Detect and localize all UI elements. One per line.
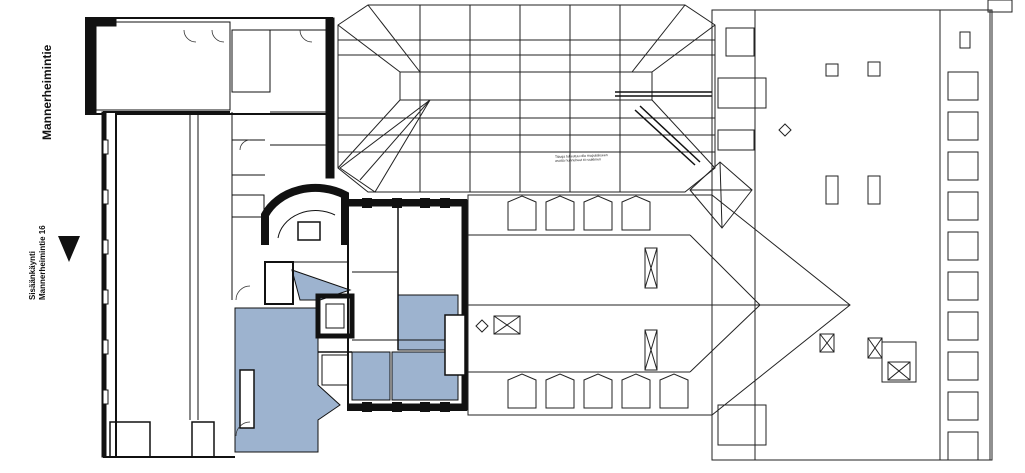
street-name-label: Mannerheimintie — [40, 44, 54, 140]
central-windows — [362, 198, 450, 412]
entrance-address-label: Mannerheimintie 16 — [38, 225, 47, 300]
glass-roof — [337, 4, 716, 193]
dormers — [507, 195, 689, 409]
stair-tower — [261, 183, 349, 245]
entrance-label: Sisäänkäynti — [28, 251, 37, 300]
highlighted-area — [234, 269, 459, 453]
door-swings — [183, 29, 313, 437]
triangle-down-icon — [58, 236, 80, 262]
skylights — [475, 247, 917, 383]
right-building — [711, 0, 1013, 461]
central-building — [239, 199, 469, 429]
left-wall-windows — [102, 139, 109, 405]
right-windows — [947, 71, 979, 461]
roof-ladder — [615, 91, 712, 166]
pitched-roof — [467, 161, 851, 416]
